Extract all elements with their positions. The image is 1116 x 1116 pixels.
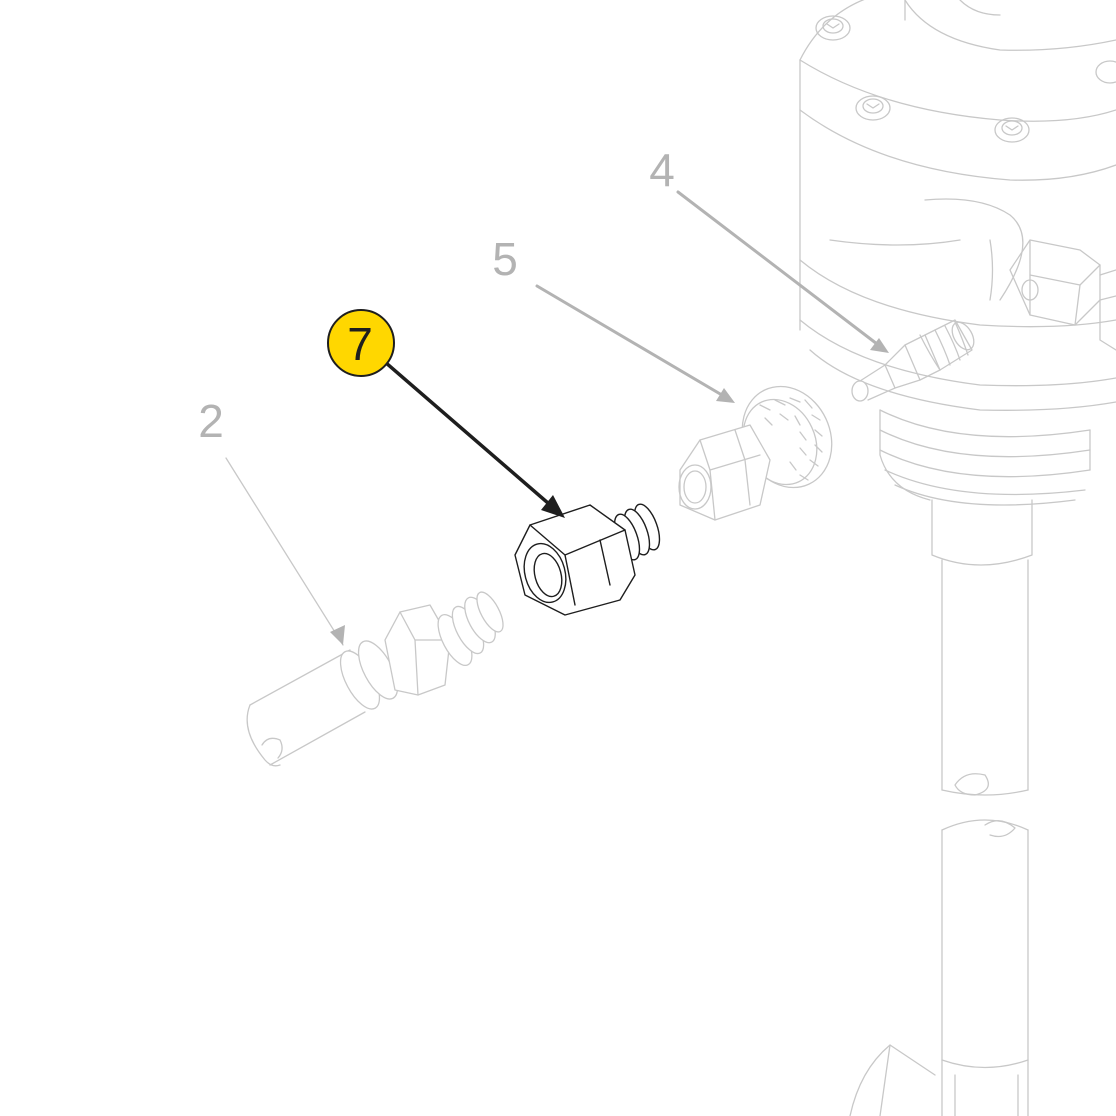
fitting-part-4 [851,319,975,402]
callout-label-5: 5 [492,233,518,285]
callout-label-2: 2 [198,395,224,447]
leader-lines [225,190,889,646]
coupler-part-5 [678,385,833,521]
callout-badge-7: 7 [327,309,395,377]
callout-circle [327,309,395,377]
hex-fitting-part-7 [514,503,661,616]
screw-icon [1095,60,1116,84]
screw-icon [855,95,891,121]
screw-icon [815,15,851,41]
callout-label-4: 4 [649,144,675,196]
callout-label-7: 7 [347,318,373,370]
pump-body [799,0,1116,1116]
screw-icon [994,117,1030,143]
hose-barb-part-2 [246,591,504,767]
